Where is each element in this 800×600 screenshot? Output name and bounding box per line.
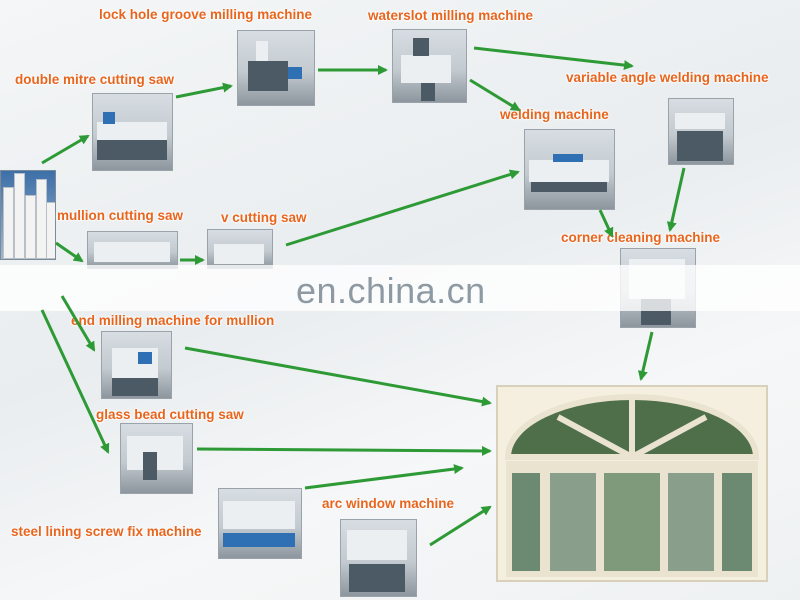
glass-bead-saw-image — [120, 423, 193, 494]
label-arc-window: arc window machine — [322, 496, 455, 511]
arrow-profiles-to-mullion — [55, 241, 84, 263]
label-end-milling: end milling machine for mullion — [71, 313, 275, 328]
arrow-steel-lining-to-window — [304, 464, 464, 490]
lock-hole-machine-image — [237, 30, 315, 106]
arrow-waterslot-to-welding — [469, 78, 521, 112]
arrow-v-cutting-to-welding — [285, 169, 520, 247]
arrow-glass-bead-to-window — [196, 445, 492, 456]
label-welding: welding machine — [500, 107, 609, 122]
label-mullion-cutting: mullion cutting saw — [57, 208, 184, 223]
label-steel-lining: steel lining screw fix machine — [11, 524, 202, 539]
label-lock-hole: lock hole groove milling machine — [99, 7, 313, 22]
label-v-cutting: v cutting saw — [221, 210, 307, 225]
arc-window-machine-image — [340, 519, 417, 597]
mullion-cutting-saw-image — [87, 231, 178, 269]
label-glass-bead: glass bead cutting saw — [96, 407, 244, 422]
pvc-profiles-image — [0, 170, 56, 260]
end-milling-machine-image — [101, 331, 172, 399]
arrow-waterslot-to-variable-angle — [473, 46, 634, 71]
arrow-corner-cleaning-to-window — [637, 331, 654, 381]
arrow-end-milling-to-window — [184, 346, 492, 407]
label-variable-angle: variable angle welding machine — [566, 70, 769, 85]
variable-angle-welding-image — [668, 98, 734, 165]
v-cutting-saw-image — [207, 229, 273, 269]
arrow-arc-window-to-window — [429, 505, 492, 547]
watermark-text: en.china.cn — [296, 270, 486, 311]
label-corner-cleaning: corner cleaning machine — [561, 230, 721, 245]
arrow-profiles-to-glass-bead — [40, 309, 110, 454]
label-double-mitre: double mitre cutting saw — [15, 72, 175, 87]
arrow-double-mitre-to-lock-hole — [175, 82, 233, 99]
waterslot-machine-image — [392, 29, 467, 103]
watermark-banner — [0, 265, 800, 311]
arrow-profiles-to-double-mitre — [41, 134, 90, 165]
welding-machine-image — [524, 129, 615, 210]
double-mitre-saw-image — [92, 93, 173, 171]
arrow-variable-angle-to-corner-cleaning — [666, 167, 686, 232]
arched-window-image — [496, 385, 768, 582]
label-waterslot: waterslot milling machine — [368, 8, 534, 23]
steel-lining-machine-image — [218, 488, 302, 559]
